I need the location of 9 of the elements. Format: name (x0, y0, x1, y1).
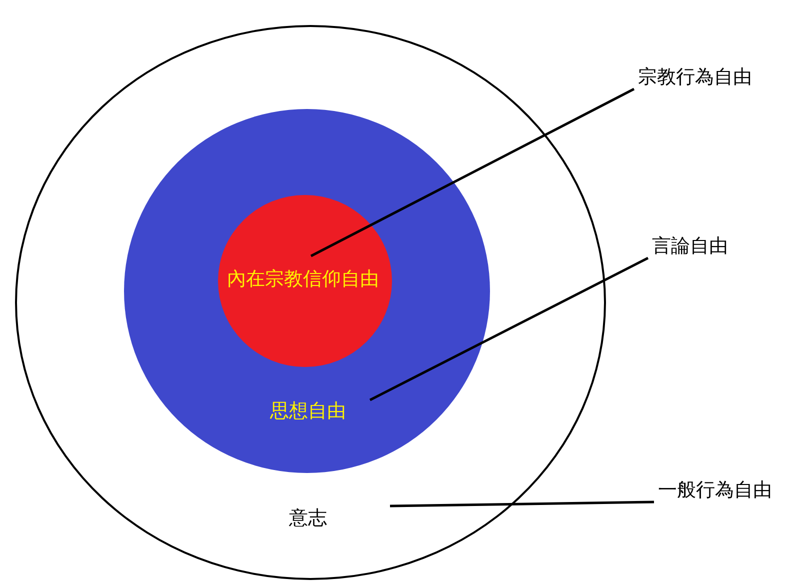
leader-line (310, 88, 635, 258)
leader-label: 言論自由 (652, 236, 728, 256)
leader-line (390, 500, 654, 508)
circle-label: 意志 (289, 508, 327, 528)
circle-label: 內在宗教信仰自由 (227, 270, 379, 288)
leader-label: 宗教行為自由 (638, 68, 752, 86)
circle-label: 思想自由 (270, 402, 346, 420)
leader-line (369, 256, 649, 402)
leader-label: 一般行為自由 (658, 480, 772, 500)
